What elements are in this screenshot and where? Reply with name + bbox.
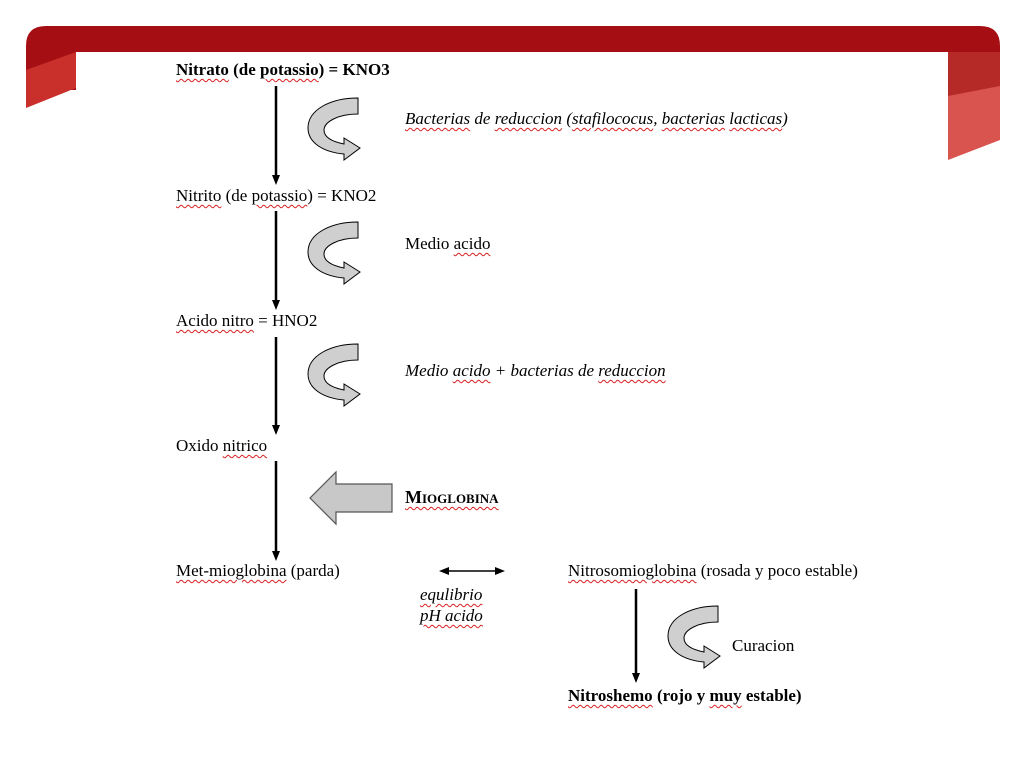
step-label-curing: Curacion <box>732 636 795 655</box>
node-nitrosomyoglobin: Nitrosomioglobina (rosada y poco estable… <box>568 561 858 580</box>
equilibrium-label-line2: pH acido <box>420 606 483 625</box>
curved-arrow-icon <box>307 343 361 407</box>
step-label-reduction-bacteria: Bacterias de reduccion (stafilococus, ba… <box>405 109 788 128</box>
step-label-acid-medium: Medio acido <box>405 234 491 253</box>
node-nitrous-acid: Acido nitro = HNO2 <box>176 311 318 330</box>
curved-arrow-icon <box>307 221 361 285</box>
reagent-label-myoglobin: Mioglobina <box>405 487 499 507</box>
node-nitric-oxide: Oxido nitrico <box>176 436 268 455</box>
banner-right-shade <box>948 52 1000 96</box>
equilibrium-label-line1: equlibrio <box>420 585 483 604</box>
curved-arrow-icon <box>667 605 721 669</box>
content-panel <box>76 52 948 768</box>
node-nitrite: Nitrito (de potassio) = KNO2 <box>176 186 377 205</box>
node-metmyoglobin: Met-mioglobina (parda) <box>176 561 340 580</box>
node-nitrosohemo: Nitroshemo (rojo y muy estable) <box>568 686 802 705</box>
curved-arrow-icon <box>307 97 361 161</box>
node-nitrate: Nitrato (de potassio) = KNO3 <box>176 60 390 79</box>
banner-left-flap <box>26 52 76 108</box>
block-arrow-left-icon <box>309 470 393 526</box>
step-label-acid-medium-bacteria: Medio acido + bacterias de reduccion <box>405 361 666 380</box>
